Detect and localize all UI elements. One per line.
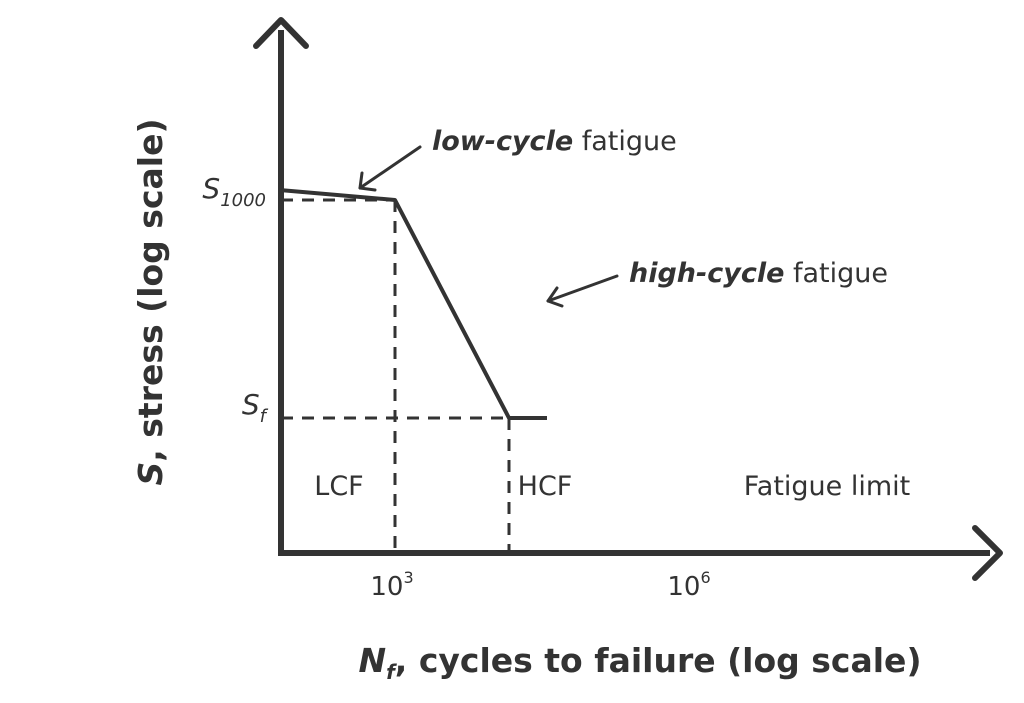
y-tick-s1000: S1000 — [202, 172, 266, 211]
region-label-fatigue-limit: Fatigue limit — [744, 471, 911, 502]
region-label-hcf: HCF — [518, 471, 573, 502]
high-cycle-pointer — [546, 274, 619, 308]
x-axis-title: Nf, cycles to failure (log scale) — [358, 641, 921, 684]
sn-curve-line — [280, 188, 547, 420]
y-axis-title: S, stress (log scale) — [131, 118, 170, 485]
region-label-lcf: LCF — [314, 471, 363, 502]
annotation-high-cycle: high-cycle fatigue — [629, 258, 888, 289]
y-axis-arrowhead — [253, 17, 309, 49]
y-tick-sf: Sf — [242, 388, 269, 427]
x-tick-1e6: 106 — [667, 568, 710, 602]
low-cycle-pointer — [358, 145, 422, 192]
x-axis-arrowhead — [972, 525, 1003, 581]
annotation-low-cycle: low-cycle fatigue — [432, 126, 677, 157]
x-tick-1e3: 103 — [370, 568, 413, 602]
